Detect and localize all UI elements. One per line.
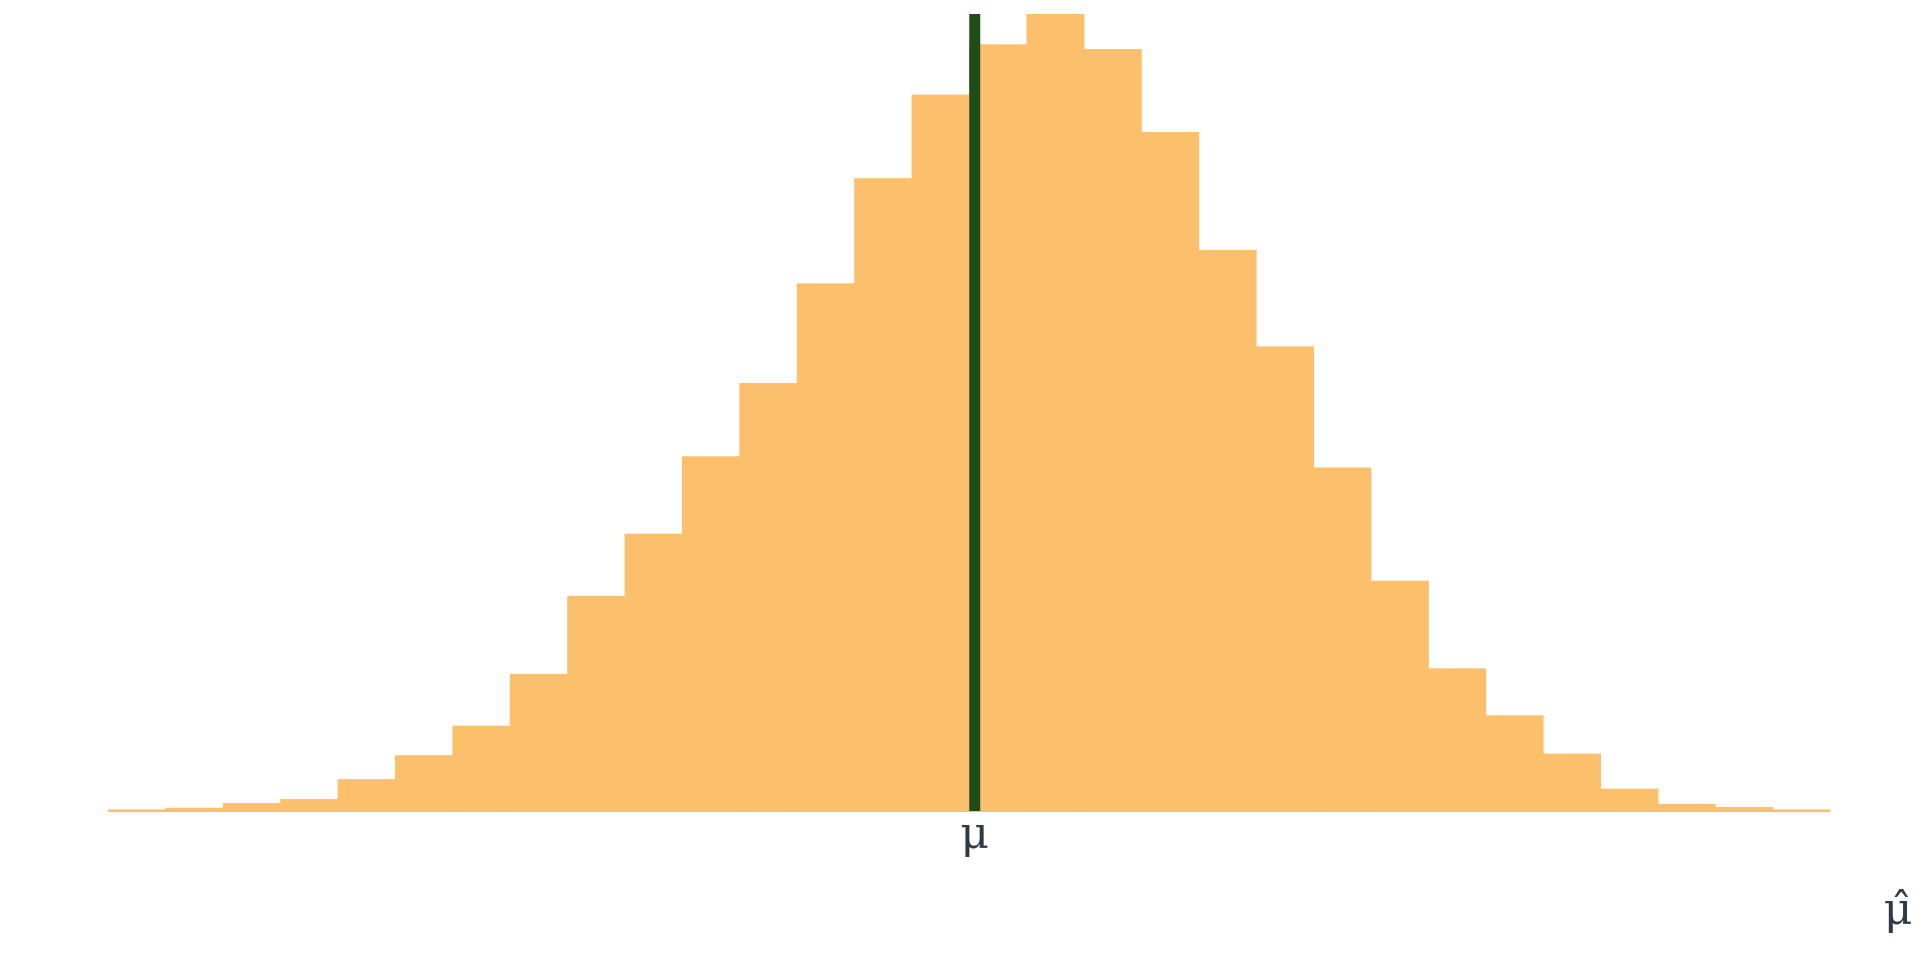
histogram-bar xyxy=(222,803,281,811)
histogram-bar xyxy=(509,673,568,811)
histogram-bar xyxy=(1141,131,1200,811)
histogram-bar xyxy=(1485,715,1544,811)
histogram-bar xyxy=(1543,753,1601,811)
histogram-bar xyxy=(1198,249,1257,811)
histogram-bar xyxy=(1715,807,1774,811)
histogram-bar xyxy=(452,725,511,811)
histogram-bar xyxy=(682,456,740,811)
histogram-bar xyxy=(1657,803,1716,811)
histogram-bars xyxy=(108,14,1831,812)
histogram-bar xyxy=(911,94,970,811)
histogram-bar xyxy=(1026,14,1085,811)
histogram-bar xyxy=(567,595,626,811)
histogram-bar xyxy=(280,799,339,811)
histogram-bar xyxy=(1428,668,1487,811)
histogram-bar xyxy=(1256,346,1314,811)
histogram-bar xyxy=(1370,580,1429,811)
histogram-bar xyxy=(854,178,913,811)
histogram-bar xyxy=(395,755,453,811)
histogram-bar xyxy=(796,283,855,811)
histogram-bar xyxy=(1600,788,1659,811)
histogram-bar xyxy=(1083,49,1142,811)
histogram-bar xyxy=(337,779,396,811)
x-axis-label: μ̂ xyxy=(1884,884,1913,935)
histogram-bar xyxy=(165,807,224,811)
histogram-bar xyxy=(739,383,798,811)
histogram-bar xyxy=(1313,467,1372,811)
mu-reference-label: μ xyxy=(960,808,989,859)
histogram-bar xyxy=(624,533,683,811)
